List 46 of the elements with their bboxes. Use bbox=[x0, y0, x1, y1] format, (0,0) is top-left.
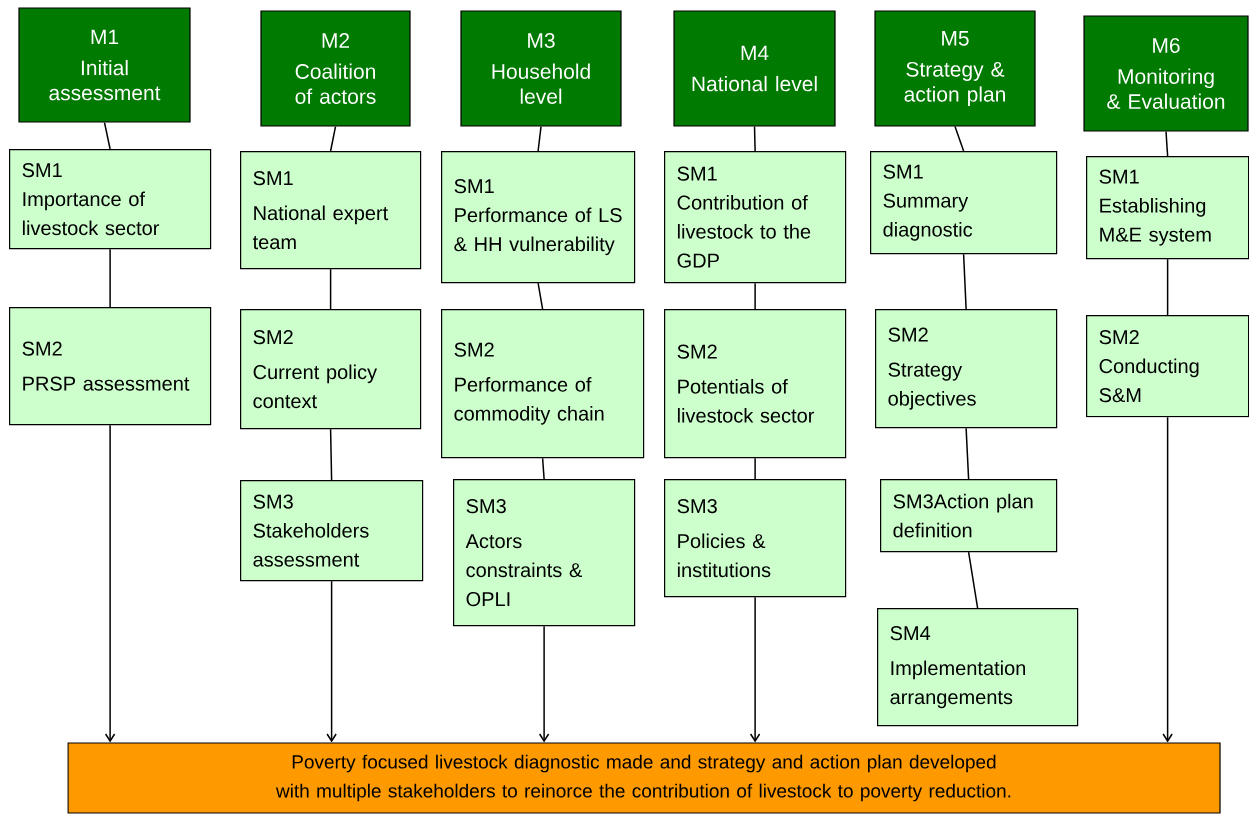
submodule-box: SM3Action plan definition bbox=[880, 479, 1058, 553]
submodule-box: SM3 Policies & institutions bbox=[664, 479, 847, 598]
connector-line bbox=[537, 125, 542, 152]
connector-line bbox=[954, 125, 965, 152]
connector-line bbox=[754, 457, 756, 480]
submodule-box: SM4 Implementation arrangements bbox=[877, 608, 1079, 727]
submodule-box: SM1 Importance of livestock sector bbox=[9, 149, 212, 250]
submodule-box: SM1 Performance of LS & HH vulnerability bbox=[441, 151, 636, 284]
module-box: M5 Strategy & action plan bbox=[874, 10, 1036, 127]
submodule-box: SM3 Actors constraints & OPLI bbox=[453, 479, 636, 627]
arrow bbox=[538, 625, 550, 743]
submodule-box: SM1 National expert team bbox=[240, 151, 422, 270]
submodule-box: SM1 Contribution of livestock to the GDP bbox=[664, 151, 847, 284]
module-box: M4 National level bbox=[673, 10, 836, 127]
connector-line bbox=[753, 125, 756, 152]
connector-line bbox=[329, 125, 337, 152]
connector-line bbox=[962, 253, 967, 310]
module-box: M6 Monitoring & Evaluation bbox=[1083, 15, 1249, 132]
submodule-box: SM2 Performance of commodity chain bbox=[441, 309, 645, 459]
connector-line bbox=[103, 121, 111, 150]
arrow bbox=[749, 596, 761, 743]
connector-line bbox=[329, 428, 333, 481]
connector-line bbox=[329, 268, 332, 310]
connector-line bbox=[754, 282, 756, 310]
connector-line bbox=[965, 427, 970, 480]
submodule-box: SM2 Conducting S&M bbox=[1086, 315, 1249, 418]
module-box: M2 Coalition of actors bbox=[260, 10, 411, 127]
connector-line bbox=[109, 248, 111, 308]
connector-line bbox=[967, 551, 979, 609]
connector-line bbox=[1165, 130, 1169, 157]
submodule-box: SM2 Current policy context bbox=[240, 309, 422, 430]
submodule-box: SM2 Potentials of livestock sector bbox=[664, 309, 847, 459]
arrow bbox=[104, 424, 116, 743]
arrow bbox=[1162, 416, 1173, 743]
connector-line bbox=[541, 457, 545, 480]
goal-box: Poverty focused livestock diagnostic made and strategy and action plan developed with multiple stakeholders to reinorce the contribution of livestock to poverty reduction. bbox=[67, 742, 1221, 814]
submodule-box: SM1 Summary diagnostic bbox=[870, 151, 1058, 255]
connector-line bbox=[1166, 258, 1169, 316]
connector-line bbox=[537, 282, 544, 310]
module-box: M3 Household level bbox=[460, 10, 622, 127]
arrow bbox=[326, 580, 337, 743]
submodule-box: SM3 Stakeholders assessment bbox=[240, 480, 424, 582]
module-box: M1 Initial assessment bbox=[18, 7, 191, 123]
submodule-box: SM1 Establishing M&E system bbox=[1086, 156, 1249, 260]
submodule-box: SM2 PRSP assessment bbox=[9, 307, 212, 426]
submodule-box: SM2 Strategy objectives bbox=[875, 309, 1058, 429]
